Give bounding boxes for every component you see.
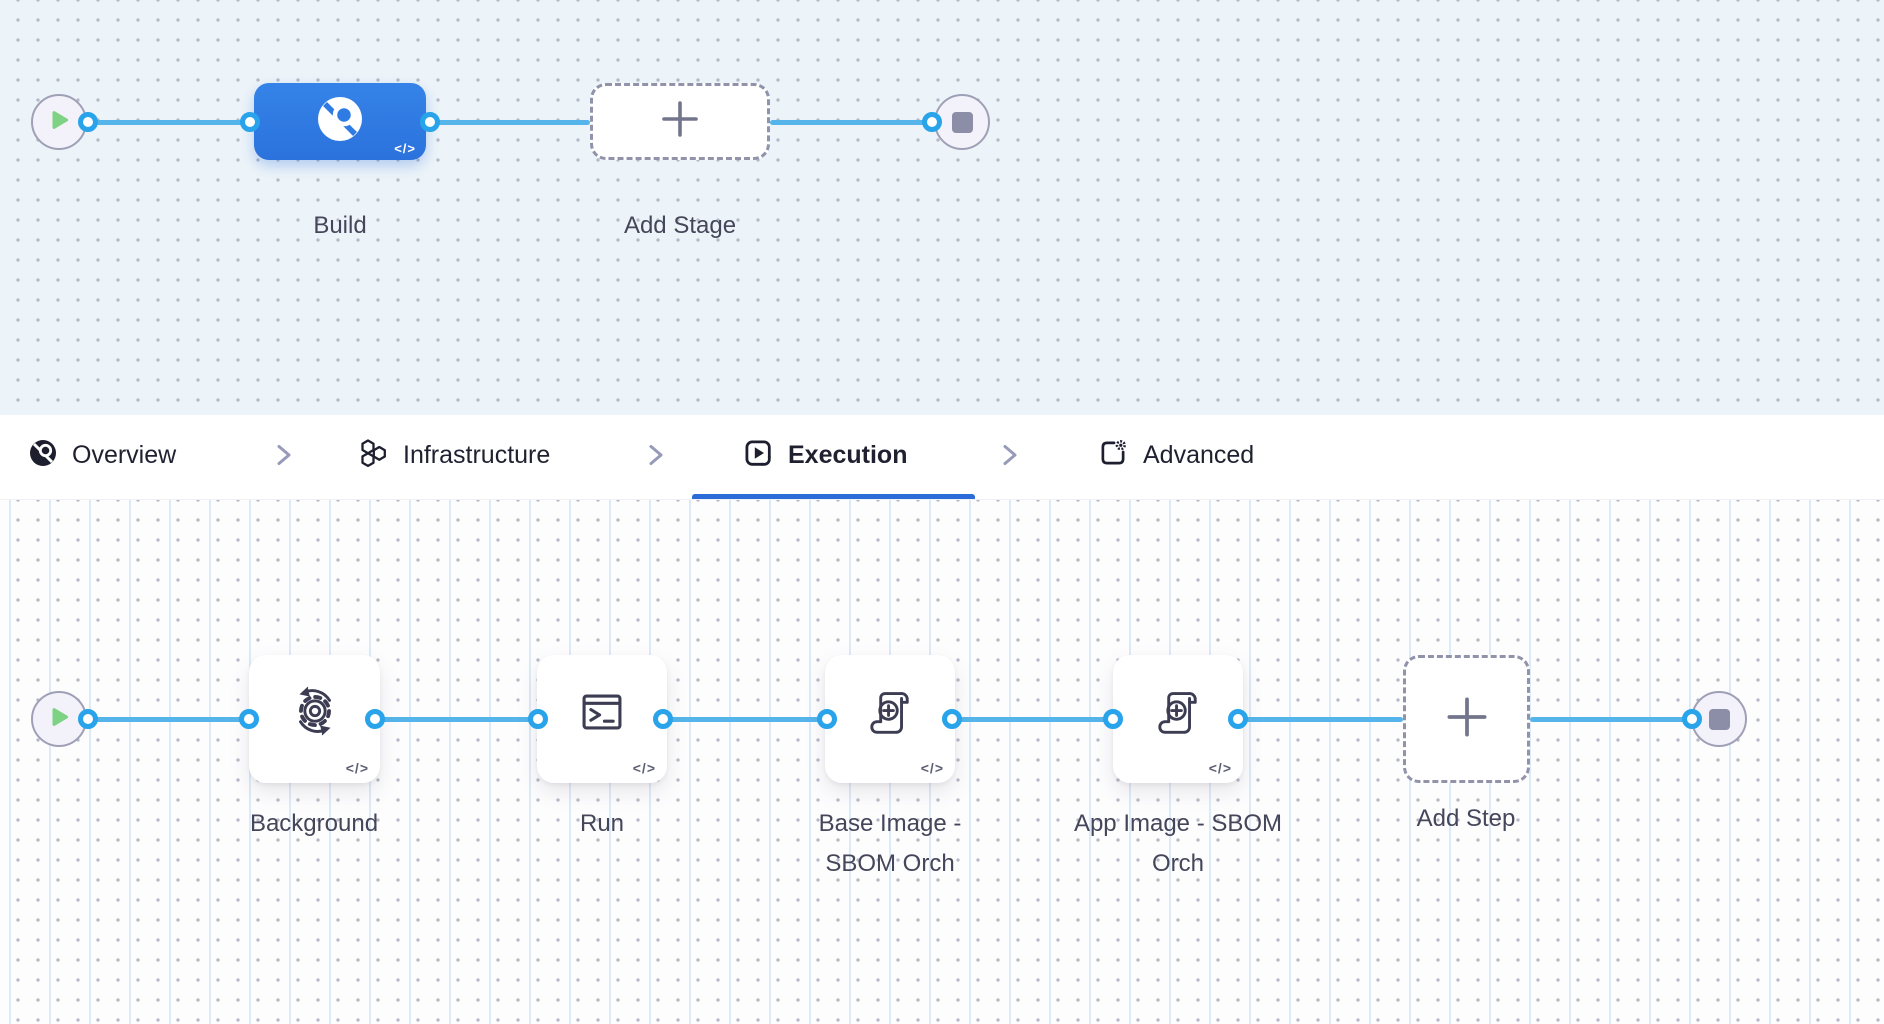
- connector-port[interactable]: [653, 709, 673, 729]
- connector-port[interactable]: [240, 112, 260, 132]
- execution-step-canvas[interactable]: </> </> </>: [0, 500, 1884, 1024]
- stage-label: Build: [313, 212, 367, 239]
- advanced-gear-icon: [1097, 437, 1129, 474]
- chevron-right-icon: [272, 443, 296, 472]
- step-card-app-image-sbom[interactable]: </>: [1113, 655, 1243, 783]
- connector-wire: [430, 120, 590, 125]
- stage-config-tabbar: Overview Infrastructure Execution: [0, 415, 1884, 500]
- execution-play-icon: [742, 437, 774, 474]
- plus-icon: [660, 99, 700, 144]
- connector-port[interactable]: [365, 709, 385, 729]
- step-label: Background: [249, 810, 379, 837]
- connector-port[interactable]: [942, 709, 962, 729]
- tab-advanced-label: Advanced: [1143, 440, 1255, 469]
- connector-wire: [770, 120, 932, 125]
- tab-infrastructure-label: Infrastructure: [403, 440, 551, 469]
- ci-build-icon: [316, 95, 364, 148]
- add-stage-button[interactable]: [590, 83, 770, 160]
- play-icon: [48, 706, 70, 733]
- stop-icon: [1708, 708, 1730, 730]
- active-tab-underline: [692, 494, 975, 499]
- stage-card-build[interactable]: </>: [254, 83, 426, 160]
- connector-port[interactable]: [528, 709, 548, 729]
- add-step-button[interactable]: [1403, 655, 1530, 783]
- connector-port[interactable]: [78, 112, 98, 132]
- steps-start-node[interactable]: [31, 691, 87, 747]
- stage-code-badge: </>: [394, 141, 416, 156]
- connector-port[interactable]: [1103, 709, 1123, 729]
- pipeline-start-node[interactable]: [31, 94, 87, 150]
- step-card-background[interactable]: </>: [249, 655, 380, 783]
- tab-execution-label: Execution: [788, 440, 908, 469]
- step-label: App Image - SBOM Orch: [1073, 810, 1283, 877]
- tab-advanced[interactable]: Advanced: [1097, 415, 1254, 495]
- step-label: Base Image - SBOM Orch: [818, 810, 962, 877]
- stage-canvas[interactable]: </> Build Add Stage: [0, 0, 1884, 415]
- chevron-right-icon: [998, 443, 1022, 472]
- terminal-icon: [571, 681, 633, 748]
- add-step-label: Add Step: [1416, 805, 1516, 832]
- connector-wire: [1238, 717, 1403, 722]
- connector-wire: [88, 717, 249, 722]
- connector-port[interactable]: [239, 709, 259, 729]
- add-stage-label: Add Stage: [623, 212, 737, 239]
- play-icon: [48, 109, 70, 136]
- connector-wire: [952, 717, 1113, 722]
- step-code-badge: </>: [1208, 760, 1232, 776]
- connector-port[interactable]: [922, 112, 942, 132]
- tab-infrastructure[interactable]: Infrastructure: [357, 415, 550, 495]
- sbom-scroll-plus-icon: [1147, 681, 1209, 748]
- pipeline-end-node[interactable]: [934, 94, 990, 150]
- chevron-right-icon: [644, 443, 668, 472]
- sbom-scroll-plus-icon: [859, 681, 921, 748]
- connector-wire: [88, 120, 250, 125]
- tab-overview-label: Overview: [72, 440, 177, 469]
- background-sync-gear-icon: [284, 681, 346, 748]
- tab-overview[interactable]: Overview: [28, 415, 176, 495]
- connector-port[interactable]: [1682, 709, 1702, 729]
- stop-icon: [951, 111, 973, 133]
- connector-port[interactable]: [78, 709, 98, 729]
- hexagons-icon: [357, 437, 389, 474]
- step-code-badge: </>: [632, 760, 656, 776]
- connector-port[interactable]: [1228, 709, 1248, 729]
- step-card-run[interactable]: </>: [537, 655, 667, 783]
- plus-icon: [1445, 695, 1489, 744]
- step-code-badge: </>: [345, 760, 369, 776]
- step-card-base-image-sbom[interactable]: </>: [825, 655, 955, 783]
- connector-wire: [663, 717, 827, 722]
- connector-wire: [375, 717, 538, 722]
- tab-execution[interactable]: Execution: [742, 415, 907, 495]
- connector-wire: [1530, 717, 1692, 722]
- ci-overview-icon: [28, 438, 58, 473]
- connector-port[interactable]: [420, 112, 440, 132]
- step-label: Run: [579, 810, 625, 837]
- step-code-badge: </>: [920, 760, 944, 776]
- connector-port[interactable]: [817, 709, 837, 729]
